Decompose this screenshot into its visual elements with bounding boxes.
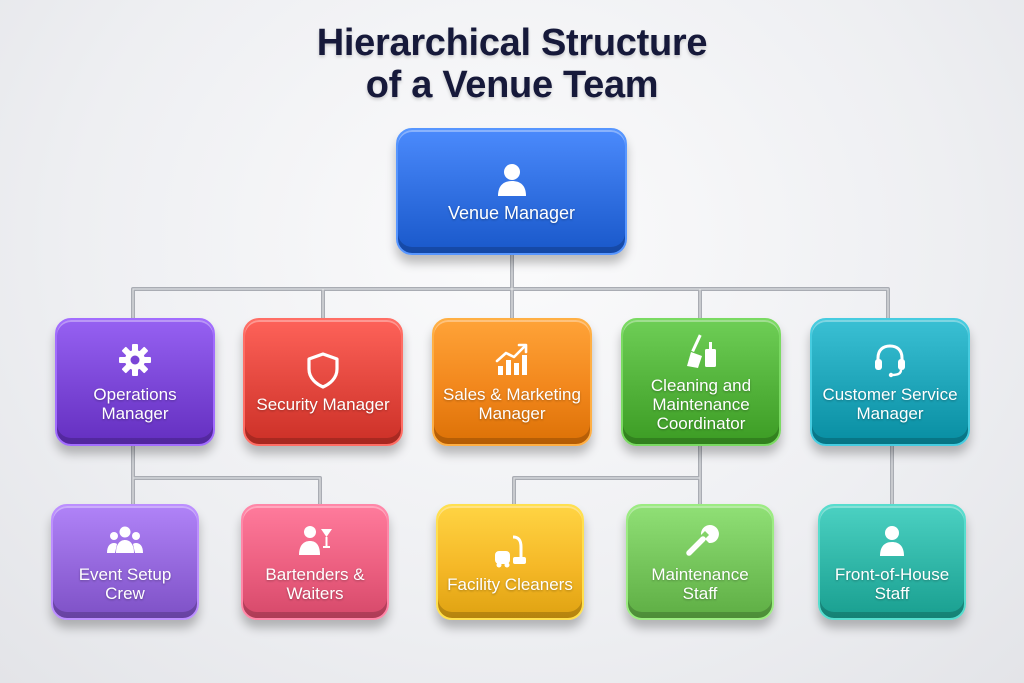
node-label: Front-of-House Staff xyxy=(834,565,950,603)
node-label: Operations Manager xyxy=(93,385,177,423)
node-label: Cleaning and Maintenance Coordinator xyxy=(650,375,752,433)
chart-icon xyxy=(493,341,531,379)
node-operations-manager: Operations Manager xyxy=(55,318,215,446)
node-facility-cleaners: Facility Cleaners xyxy=(436,504,584,620)
node-label: Event Setup Crew xyxy=(78,565,172,603)
node-security-manager: Security Manager xyxy=(243,318,403,446)
node-bartenders-waiters: Bartenders & Waiters xyxy=(241,504,389,620)
broom-icon xyxy=(682,332,720,370)
title-line-2: of a Venue Team xyxy=(365,64,659,106)
shield-icon xyxy=(304,351,342,389)
bartender-icon xyxy=(296,521,334,559)
title-line-1: Hierarchical Structure xyxy=(316,22,708,64)
node-label: Facility Cleaners xyxy=(447,574,573,594)
node-label: Bartenders & Waiters xyxy=(265,565,365,603)
vacuum-icon xyxy=(491,531,529,569)
node-sales-marketing-manager: Sales & Marketing Manager xyxy=(432,318,592,446)
node-maintenance-staff: Maintenance Staff xyxy=(626,504,774,620)
node-event-setup-crew: Event Setup Crew xyxy=(51,504,199,620)
node-label: Customer Service Manager xyxy=(822,385,958,423)
group-icon xyxy=(106,521,144,559)
ops-branch-line xyxy=(131,444,322,506)
node-cleaning-maintenance-coordinator: Cleaning and Maintenance Coordinator xyxy=(621,318,781,446)
cleaning-branch-line xyxy=(512,444,702,506)
node-venue-manager: Venue Manager xyxy=(396,128,627,255)
node-label: Sales & Marketing Manager xyxy=(443,385,581,423)
gear-icon xyxy=(116,341,154,379)
node-front-of-house-staff: Front-of-House Staff xyxy=(818,504,966,620)
node-label: Security Manager xyxy=(256,394,390,414)
person-icon xyxy=(493,160,531,198)
node-label: Venue Manager xyxy=(447,203,576,223)
diagram-title: Hierarchical Structure of a Venue Team xyxy=(0,22,1024,106)
wrench-icon xyxy=(681,521,719,559)
headset-icon xyxy=(871,341,909,379)
node-label: Maintenance Staff xyxy=(651,565,749,603)
node-customer-service-manager: Customer Service Manager xyxy=(810,318,970,446)
person-icon xyxy=(873,521,911,559)
